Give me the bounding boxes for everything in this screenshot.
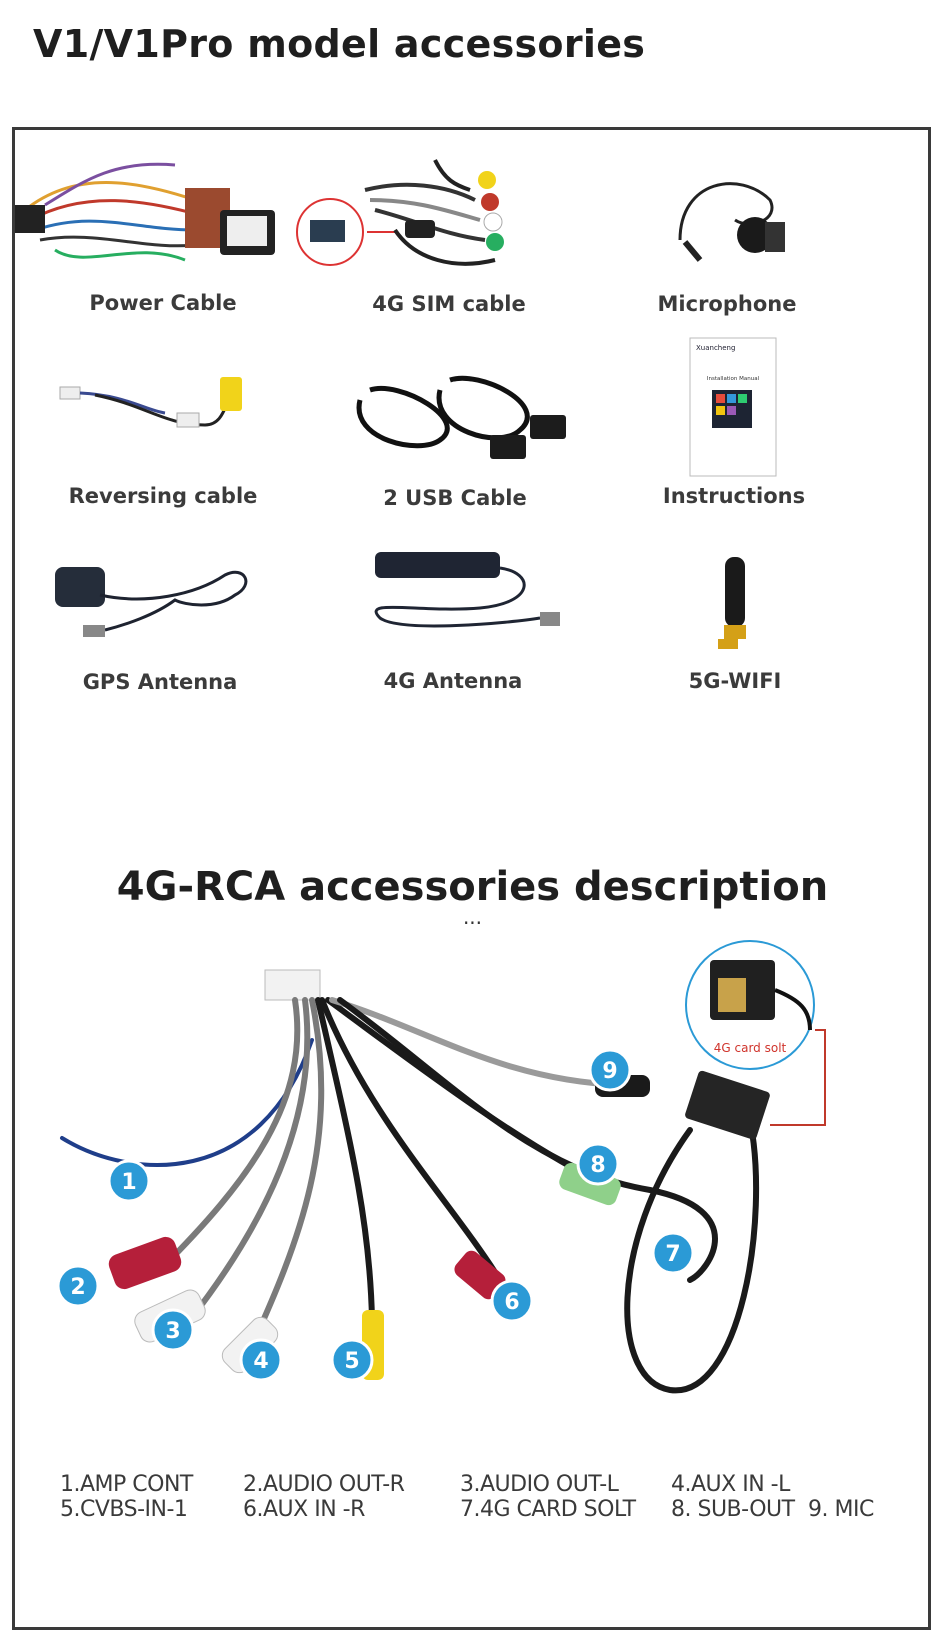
accessory-label-4g-antenna: 4G Antenna (383, 669, 523, 693)
manual-title: Installation Manual (707, 376, 760, 382)
badge-4: 4 (239, 1338, 283, 1382)
legend-item-2: 2.AUDIO OUT-R (243, 1472, 405, 1497)
page-title: V1/V1Pro model accessories (33, 22, 646, 66)
sim-cable-icon (296, 159, 504, 266)
svg-text:5: 5 (344, 1349, 359, 1374)
inset-caption: 4G card solt (714, 1041, 787, 1055)
4g-antenna-icon (374, 552, 560, 628)
svg-text:3: 3 (165, 1319, 180, 1344)
badge-9: 9 (588, 1048, 632, 1092)
badge-3: 3 (151, 1308, 195, 1352)
accessory-label-reversing-cable: Reversing cable (68, 484, 258, 508)
reversing-cable-icon (59, 377, 242, 428)
badge-7: 7 (651, 1231, 695, 1275)
legend-item-5: 5.CVBS-IN-1 (60, 1497, 188, 1522)
manual-brand: Xuancheng (696, 344, 735, 352)
legend-item-7: 7.4G CARD SOLT (460, 1497, 636, 1522)
legend-item-1: 1.AMP CONT (60, 1472, 193, 1497)
accessory-label-2-usb-cable: 2 USB Cable (383, 486, 527, 510)
microphone-icon (678, 182, 785, 262)
badge-6: 6 (490, 1279, 534, 1323)
svg-text:4: 4 (253, 1349, 268, 1374)
accessories-frame (12, 127, 931, 1630)
legend-item-6: 6.AUX IN -R (243, 1497, 365, 1522)
badge-1: 1 (107, 1159, 151, 1203)
svg-text:2: 2 (70, 1275, 85, 1300)
accessory-label-microphone: Microphone (657, 292, 797, 316)
svg-text:1: 1 (121, 1170, 136, 1195)
wifi-antenna-icon (718, 557, 746, 649)
svg-text:6: 6 (504, 1290, 519, 1315)
rca-heading: 4G-RCA accessories description (116, 864, 829, 910)
svg-text:9: 9 (602, 1059, 617, 1084)
legend-item-9: 9. MIC (808, 1497, 874, 1522)
power-cable-icon (15, 162, 275, 262)
accessory-label-4g-sim-cable: 4G SIM cable (372, 292, 526, 316)
gps-antenna-icon (55, 567, 248, 637)
svg-text:8: 8 (590, 1153, 605, 1178)
legend-item-8: 8. SUB-OUT (671, 1497, 795, 1522)
badge-5: 5 (330, 1338, 374, 1382)
manual-icon: Xuancheng Installation Manual (689, 337, 777, 477)
accessory-label-instructions: Instructions (662, 484, 806, 508)
badge-2: 2 (56, 1264, 100, 1308)
usb-cable-icon (356, 375, 566, 459)
accessory-label-gps-antenna: GPS Antenna (82, 670, 238, 694)
svg-text:7: 7 (665, 1242, 680, 1267)
accessory-label-5g-wifi: 5G-WIFI (688, 669, 782, 693)
sim-slot-inset: 4G card solt (685, 940, 826, 1126)
legend-item-3: 3.AUDIO OUT-L (460, 1472, 619, 1497)
rca-ellipsis: ... (462, 905, 483, 929)
badge-8: 8 (576, 1142, 620, 1186)
legend-item-4: 4.AUX IN -L (671, 1472, 790, 1497)
accessory-label-power-cable: Power Cable (89, 291, 237, 315)
